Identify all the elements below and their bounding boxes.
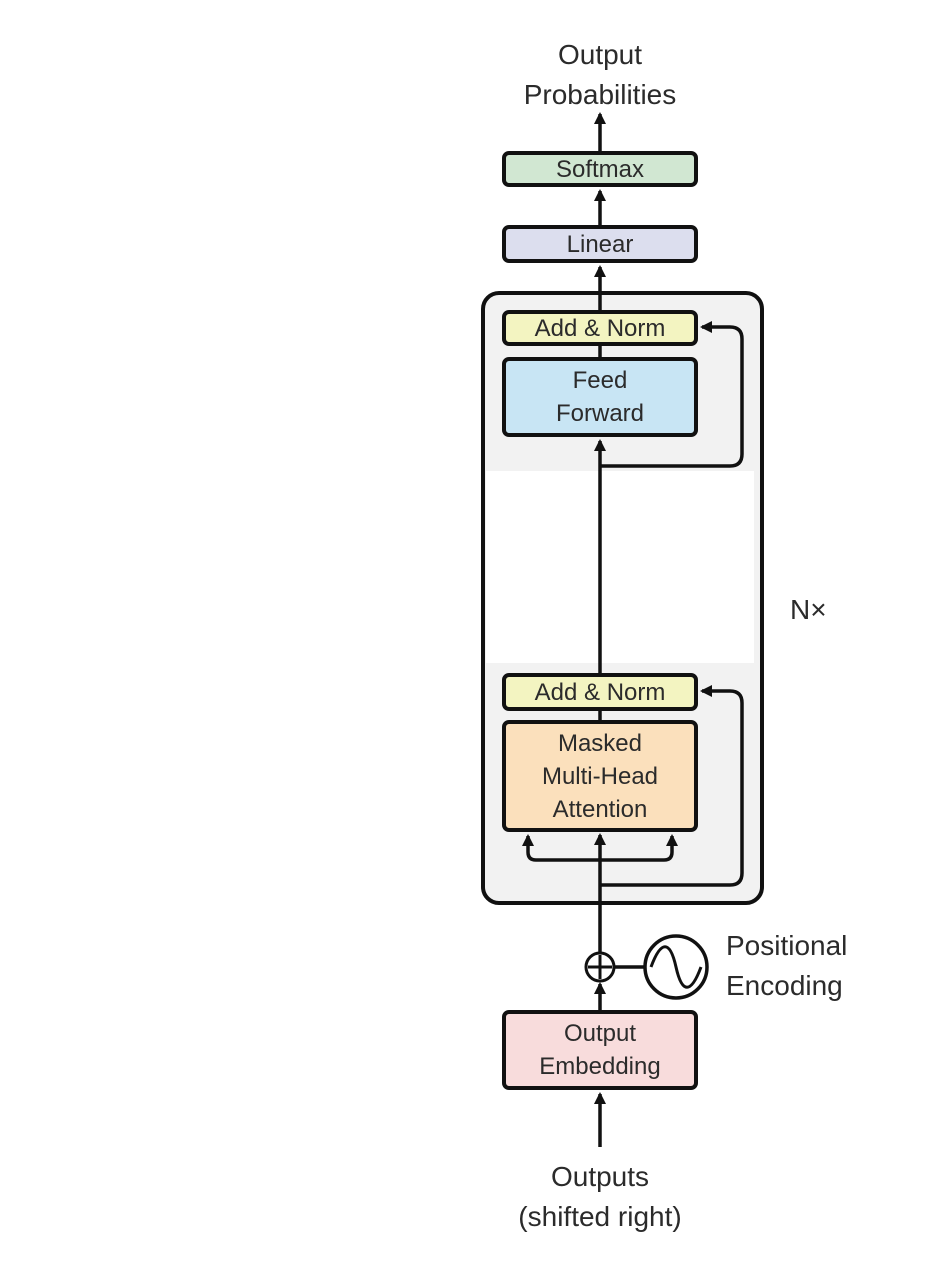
layer-gap (486, 471, 754, 663)
add-norm-bottom-block: Add & Norm (502, 673, 698, 711)
sine-wave-path (649, 945, 703, 989)
output-probabilities-label: Output Probabilities (523, 39, 677, 110)
output-embedding-block: Output Embedding (502, 1010, 698, 1090)
arrow-to-attention-left (522, 834, 600, 862)
add-norm-top-block: Add & Norm (502, 310, 698, 346)
masked-multi-head-attention-block: Masked Multi-Head Attention (502, 720, 698, 832)
residual-attention (600, 685, 744, 887)
linear-block: Linear (502, 225, 698, 263)
positional-encoding-label: Positional Encoding (726, 930, 848, 1001)
residual-feedforward (600, 321, 744, 468)
outputs-shifted-right-label: Outputs (shifted right) (518, 1161, 682, 1232)
sine-wave-icon (643, 934, 709, 1000)
arrow-to-attention-right (600, 834, 678, 862)
softmax-block: Softmax (502, 151, 698, 187)
sum-node (584, 951, 616, 983)
feed-forward-block: Feed Forward (502, 357, 698, 437)
repeat-count-label: N× (790, 594, 827, 625)
